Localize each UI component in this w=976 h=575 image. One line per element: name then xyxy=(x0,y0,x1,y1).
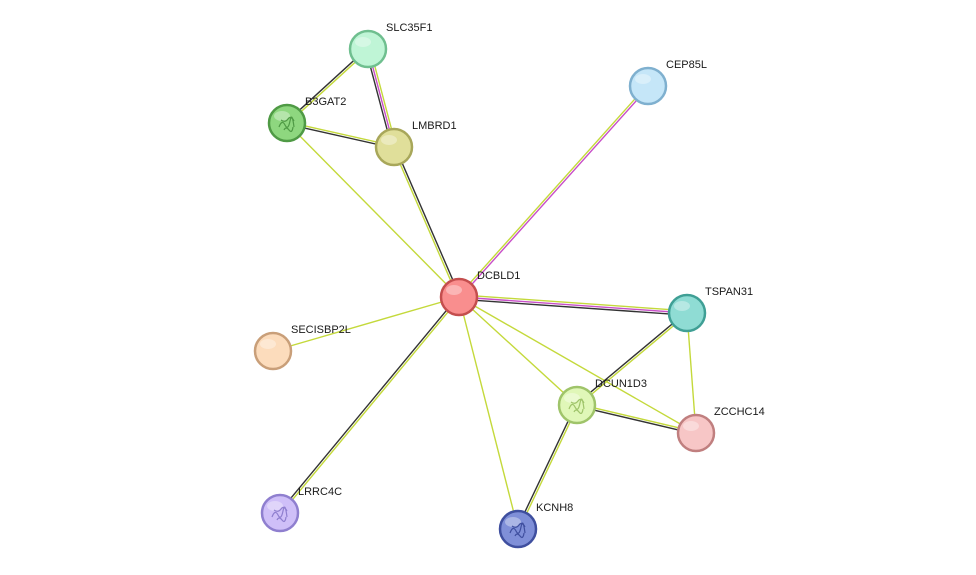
protein-structure-icon xyxy=(568,398,585,415)
edge-dcun1d3-kcnh8[interactable] xyxy=(516,404,579,530)
node-highlight xyxy=(274,111,290,121)
node-circle xyxy=(628,66,668,106)
node-circle xyxy=(253,331,293,371)
node-highlight xyxy=(564,393,580,403)
edge-dcbld1-zcchc14[interactable] xyxy=(458,296,697,434)
node-label: DCBLD1 xyxy=(477,270,520,282)
node-label: ZCCHC14 xyxy=(714,406,765,418)
node-dcbld1[interactable]: DCBLD1 xyxy=(439,270,520,317)
edge-line-coexpression xyxy=(516,404,577,529)
edge-line-coexpression xyxy=(458,298,687,316)
node-label: CEP85L xyxy=(666,59,707,71)
edge-line-textmining xyxy=(459,294,688,312)
node-label: LRRC4C xyxy=(298,486,342,498)
node-circle xyxy=(439,277,479,317)
edge-dcbld1-dcun1d3[interactable] xyxy=(458,296,578,406)
node-label: DCUN1D3 xyxy=(595,378,647,390)
node-circle xyxy=(260,493,300,533)
node-label: KCNH8 xyxy=(536,502,573,514)
node-slc35f1[interactable]: SLC35F1 xyxy=(348,22,432,69)
node-circle xyxy=(348,29,388,69)
edge-line-textmining xyxy=(518,405,579,530)
edge-line-coexpression xyxy=(394,146,461,297)
edge-line-textmining xyxy=(577,313,689,407)
edge-dcun1d3-zcchc14[interactable] xyxy=(576,403,697,435)
node-label: SLC35F1 xyxy=(386,22,432,34)
node-highlight xyxy=(381,135,397,145)
edge-line-textmining xyxy=(286,122,460,298)
node-label: SECISBP2L xyxy=(291,324,351,336)
node-highlight xyxy=(260,339,276,349)
edge-line-experiments xyxy=(458,296,688,314)
edge-line-textmining xyxy=(392,147,459,298)
node-circle xyxy=(557,385,597,425)
edge-tspan31-dcun1d3[interactable] xyxy=(575,311,689,407)
edge-line-textmining xyxy=(457,84,648,297)
node-tspan31[interactable]: TSPAN31 xyxy=(667,286,753,333)
edge-line-textmining xyxy=(272,296,460,352)
edge-dcbld1-tspan31[interactable] xyxy=(458,294,688,316)
node-dcun1d3[interactable]: DCUN1D3 xyxy=(557,378,647,425)
edge-line-textmining xyxy=(458,296,578,406)
edge-line-textmining xyxy=(577,403,697,433)
edge-line-coexpression xyxy=(576,405,696,435)
edge-line-experiments xyxy=(459,86,650,299)
edge-line-textmining xyxy=(280,297,461,515)
node-cep85l[interactable]: CEP85L xyxy=(628,59,707,106)
edge-dcbld1-lrrc4c[interactable] xyxy=(278,295,461,515)
edge-tspan31-zcchc14[interactable] xyxy=(686,312,697,434)
node-highlight xyxy=(674,301,690,311)
node-circle xyxy=(667,293,707,333)
edges-layer xyxy=(272,47,697,530)
edge-line-textmining xyxy=(686,312,697,434)
node-secisbp2l[interactable]: SECISBP2L xyxy=(253,324,351,371)
node-highlight xyxy=(355,37,371,47)
edge-line-coexpression xyxy=(575,311,687,405)
edge-dcbld1-lmbrd1[interactable] xyxy=(392,146,461,298)
node-highlight xyxy=(505,517,521,527)
node-zcchc14[interactable]: ZCCHC14 xyxy=(676,406,765,453)
protein-structure-icon xyxy=(271,506,288,523)
edge-dcbld1-cep85l[interactable] xyxy=(457,84,650,299)
edge-line-textmining xyxy=(458,296,519,530)
node-label: LMBRD1 xyxy=(412,120,457,132)
node-b3gat2[interactable]: B3GAT2 xyxy=(267,96,346,143)
edge-dcbld1-b3gat2[interactable] xyxy=(286,122,460,298)
edge-line-textmining xyxy=(458,296,697,434)
node-highlight xyxy=(635,74,651,84)
node-highlight xyxy=(683,421,699,431)
node-highlight xyxy=(267,501,283,511)
node-circle xyxy=(498,509,538,549)
node-circle xyxy=(374,127,414,167)
protein-structure-icon xyxy=(278,116,295,133)
node-circle xyxy=(267,103,307,143)
node-kcnh8[interactable]: KCNH8 xyxy=(498,502,573,549)
node-lmbrd1[interactable]: LMBRD1 xyxy=(374,120,457,167)
edge-dcbld1-secisbp2l[interactable] xyxy=(272,296,460,352)
node-label: TSPAN31 xyxy=(705,286,753,298)
node-circle xyxy=(676,413,716,453)
node-label: B3GAT2 xyxy=(305,96,346,108)
protein-structure-icon xyxy=(509,522,526,539)
node-highlight xyxy=(446,285,462,295)
edge-dcbld1-kcnh8[interactable] xyxy=(458,296,519,530)
edge-line-coexpression xyxy=(278,295,459,513)
node-lrrc4c[interactable]: LRRC4C xyxy=(260,486,342,533)
